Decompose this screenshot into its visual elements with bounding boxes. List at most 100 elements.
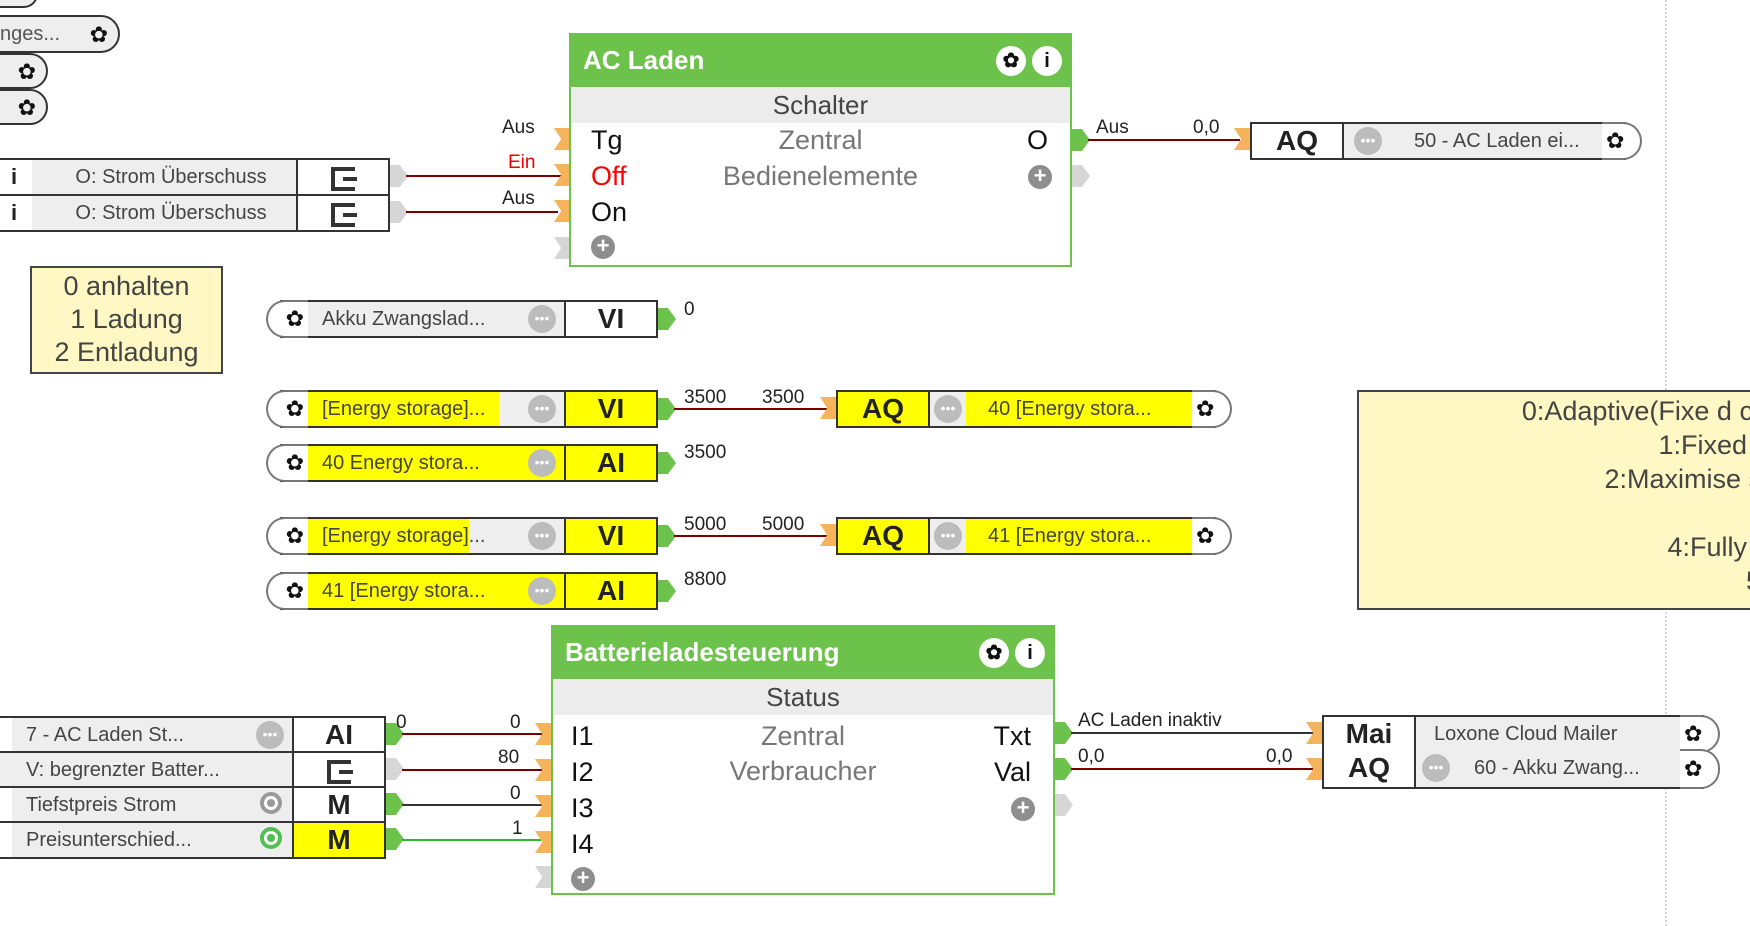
output-pin[interactable] [390, 165, 408, 187]
more-icon[interactable]: ••• [1354, 127, 1382, 155]
output-pin[interactable] [658, 308, 676, 330]
settings-cap[interactable]: ✿ [266, 390, 308, 428]
output-pin[interactable] [386, 828, 404, 850]
wire-txt[interactable] [1071, 732, 1321, 734]
info-icon[interactable]: i [1032, 46, 1062, 76]
wire-i4[interactable] [402, 839, 542, 841]
info-icon[interactable]: i [1015, 638, 1045, 668]
partial-object-settings[interactable]: nges... ✿ [0, 15, 120, 53]
more-icon[interactable]: ••• [528, 305, 556, 333]
block-header[interactable]: Batterieladesteuerung ✿ i [553, 627, 1053, 679]
more-icon[interactable]: ••• [528, 522, 556, 550]
input-pin[interactable] [1234, 128, 1252, 150]
info-icon[interactable]: i [0, 196, 32, 230]
gear-icon[interactable]: ✿ [285, 523, 304, 548]
input-pin[interactable] [820, 397, 838, 419]
output-object-ac-laden[interactable]: AQ ••• 50 - AC Laden ei... ✿ [1250, 122, 1642, 160]
virtual-input-akku-zwangsladung[interactable]: ✿ Akku Zwangslad... ••• VI [266, 300, 658, 338]
bls-input-ac-laden-status[interactable]: 7 - AC Laden St... ••• AI [0, 716, 386, 754]
more-icon[interactable]: ••• [528, 395, 556, 423]
gear-icon[interactable]: ✿ [285, 396, 304, 421]
input-pin-i2[interactable] [535, 759, 553, 781]
more-icon[interactable]: ••• [256, 721, 284, 749]
partial-object-3[interactable]: ✿ [0, 89, 48, 125]
settings-cap[interactable] [0, 718, 12, 752]
output-pin[interactable] [658, 525, 676, 547]
input-pin[interactable] [1306, 758, 1324, 780]
add-output-icon[interactable]: + [1011, 797, 1035, 821]
gear-icon[interactable]: ✿ [979, 638, 1009, 668]
more-icon[interactable]: ••• [1422, 754, 1450, 782]
wire-energy-storage-2[interactable] [674, 535, 832, 537]
add-input-icon[interactable]: + [571, 867, 595, 891]
gear-icon[interactable]: ✿ [1684, 721, 1703, 746]
gear-icon[interactable]: ✿ [89, 22, 108, 47]
gear-icon[interactable]: ✿ [1606, 128, 1625, 153]
add-output-icon[interactable]: + [1028, 165, 1052, 189]
input-pin-i4[interactable] [535, 831, 553, 853]
output-pin-txt[interactable] [1055, 722, 1073, 744]
gear-icon[interactable]: ✿ [1196, 396, 1215, 421]
gear-icon[interactable]: ✿ [996, 46, 1026, 76]
analog-input-40[interactable]: ✿ 40 Energy stora... ••• AI [266, 444, 658, 482]
input-pin-add[interactable] [554, 237, 572, 259]
analog-input-41[interactable]: ✿ 41 [Energy stora... ••• AI [266, 572, 658, 610]
wire-i3[interactable] [402, 804, 542, 806]
settings-cap[interactable] [0, 823, 12, 857]
settings-cap[interactable]: ✿ [266, 517, 308, 555]
gear-icon[interactable]: ✿ [285, 306, 304, 331]
output-pin[interactable] [658, 452, 676, 474]
analog-output-40[interactable]: AQ ••• 40 [Energy stora... ✿ [836, 390, 1232, 428]
output-pin[interactable] [386, 723, 404, 745]
settings-cap[interactable] [0, 788, 12, 822]
analog-output-60[interactable]: AQ ••• 60 - Akku Zwang... ✿ [1322, 749, 1720, 789]
output-pin[interactable] [390, 201, 408, 223]
settings-cap[interactable]: ✿ [266, 444, 308, 482]
comment-note-charge-modes[interactable]: 0:Adaptive(Fixe d charg 1:Fixed 2:Maximi… [1357, 390, 1750, 610]
settings-cap[interactable]: ✿ [266, 572, 308, 610]
input-object-strom-ueberschuss-1[interactable]: i O: Strom Überschuss [0, 158, 390, 196]
output-pin[interactable] [386, 793, 404, 815]
wire-o[interactable] [1088, 139, 1240, 141]
more-icon[interactable]: ••• [934, 522, 962, 550]
input-pin-off[interactable] [554, 164, 572, 186]
analog-output-41[interactable]: AQ ••• 41 [Energy stora... ✿ [836, 517, 1232, 555]
settings-cap[interactable]: ✿ [1680, 749, 1720, 789]
wire-i1[interactable] [402, 733, 542, 735]
input-pin-on[interactable] [554, 200, 572, 222]
output-pin[interactable] [386, 758, 404, 780]
input-pin-tg[interactable] [554, 128, 572, 150]
function-block-batterieladesteuerung[interactable]: Batterieladesteuerung ✿ i Status Zentral… [551, 625, 1055, 895]
input-pin[interactable] [1306, 722, 1324, 744]
settings-cap[interactable]: ✿ [266, 300, 308, 338]
comment-note-modes[interactable]: 0 anhalten 1 Ladung 2 Entladung [30, 266, 223, 374]
settings-cap[interactable]: ✿ [1192, 390, 1232, 428]
output-pin-add[interactable] [1072, 165, 1090, 187]
more-icon[interactable]: ••• [528, 449, 556, 477]
wire-energy-storage-1[interactable] [674, 408, 832, 410]
partial-object-2[interactable]: ✿ [0, 53, 48, 89]
partial-object-top[interactable] [0, 0, 38, 8]
output-pin[interactable] [658, 398, 676, 420]
block-header[interactable]: AC Laden ✿ i [571, 35, 1070, 87]
wire-val[interactable] [1071, 768, 1321, 770]
gear-icon[interactable]: ✿ [17, 59, 36, 84]
wire-i2[interactable] [402, 769, 542, 771]
gear-icon[interactable]: ✿ [285, 450, 304, 475]
more-icon[interactable]: ••• [528, 577, 556, 605]
mailer-output[interactable]: Mai Loxone Cloud Mailer ✿ [1322, 715, 1720, 753]
info-icon[interactable]: i [0, 160, 32, 194]
virtual-input-energy-storage-1[interactable]: ✿ [Energy storage]... ••• VI [266, 390, 658, 428]
virtual-input-energy-storage-2[interactable]: ✿ [Energy storage]... ••• VI [266, 517, 658, 555]
gear-icon[interactable]: ✿ [1196, 523, 1215, 548]
input-pin[interactable] [820, 524, 838, 546]
output-pin[interactable] [658, 580, 676, 602]
bls-input-tiefstpreis[interactable]: Tiefstpreis Strom M [0, 786, 386, 824]
input-pin-add[interactable] [535, 866, 553, 888]
output-pin-o[interactable] [1072, 129, 1090, 151]
more-icon[interactable]: ••• [934, 395, 962, 423]
gear-icon[interactable]: ✿ [1684, 756, 1703, 781]
settings-cap[interactable]: ✿ [1192, 517, 1232, 555]
input-pin-i1[interactable] [535, 723, 553, 745]
output-pin-val[interactable] [1055, 758, 1073, 780]
